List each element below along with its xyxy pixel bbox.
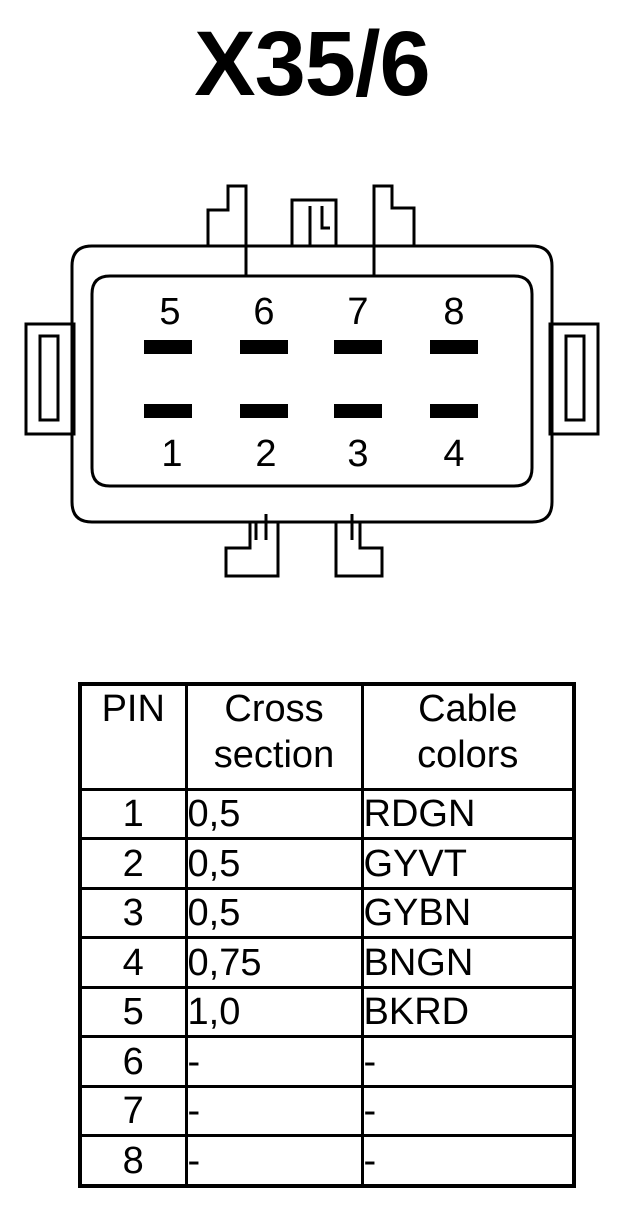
table-row: 4 0,75 BNGN <box>78 936 576 989</box>
table-row: 5 1,0 BKRD <box>78 985 576 1039</box>
pin-number: 2 <box>78 837 188 890</box>
pin-number: 1 <box>78 787 188 841</box>
table-row: 6 - - <box>78 1035 576 1088</box>
cable-color-value: - <box>360 1084 576 1138</box>
pin-label-5: 5 <box>159 291 180 333</box>
cable-color-value: GYBN <box>360 886 576 940</box>
cable-color-value: - <box>360 1035 576 1088</box>
pin-label-4: 4 <box>443 433 464 475</box>
right-latch-outer <box>548 322 600 436</box>
pin-number: 7 <box>78 1084 188 1138</box>
table-row: 1 0,5 RDGN <box>78 787 576 841</box>
pin-number: 4 <box>78 936 188 989</box>
pin-number: 6 <box>78 1035 188 1088</box>
table-header-row: PIN Cross section Cable colors <box>78 682 576 791</box>
cable-color-value: RDGN <box>360 787 576 841</box>
left-latch-outer <box>24 322 76 436</box>
pin-contact-2 <box>240 404 288 418</box>
table-row: 2 0,5 GYVT <box>78 837 576 890</box>
top-locking-tabs <box>206 184 248 246</box>
pin-number: 8 <box>78 1134 188 1188</box>
cross-section-value: - <box>184 1035 364 1088</box>
pin-contact-1 <box>144 404 192 418</box>
pin-contact-3 <box>334 404 382 418</box>
pin-number: 3 <box>78 886 188 940</box>
pin-label-8: 8 <box>443 291 464 333</box>
pin-contact-6 <box>240 340 288 354</box>
connector-title: X35/6 <box>194 13 430 115</box>
pin-label-1: 1 <box>161 433 182 475</box>
header-cable-colors: Cable colors <box>360 682 576 791</box>
pin-label-3: 3 <box>347 433 368 475</box>
pin-label-2: 2 <box>255 433 276 475</box>
cable-color-value: GYVT <box>360 837 576 890</box>
cable-color-value: - <box>360 1134 576 1188</box>
cross-section-value: 0,5 <box>184 886 364 940</box>
pin-contact-7 <box>334 340 382 354</box>
pin-contact-5 <box>144 340 192 354</box>
pin-label-6: 6 <box>253 291 274 333</box>
pin-assignment-table: PIN Cross section Cable colors 1 0,5 RDG… <box>78 682 576 1188</box>
connector-housing-outline <box>70 244 554 524</box>
cross-section-value: 1,0 <box>184 985 364 1039</box>
table-row: 7 - - <box>78 1084 576 1138</box>
connector-diagram: 5 6 7 8 1 2 3 4 <box>24 184 600 578</box>
cross-section-value: 0,5 <box>184 787 364 841</box>
cable-color-value: BNGN <box>360 936 576 989</box>
left-latch-inner <box>38 334 60 422</box>
cross-section-value: 0,75 <box>184 936 364 989</box>
pin-contact-8 <box>430 340 478 354</box>
pin-number: 5 <box>78 985 188 1039</box>
connector-cavity-outline <box>90 274 534 488</box>
right-latch-inner <box>564 334 586 422</box>
table-row: 3 0,5 GYBN <box>78 886 576 940</box>
cross-section-value: - <box>184 1134 364 1188</box>
cross-section-value: 0,5 <box>184 837 364 890</box>
cross-section-value: - <box>184 1084 364 1138</box>
header-cross-section: Cross section <box>184 682 364 791</box>
bottom-locking-tabs <box>224 522 280 578</box>
pin-label-7: 7 <box>347 291 368 333</box>
cable-color-value: BKRD <box>360 985 576 1039</box>
table-row: 8 - - <box>78 1134 576 1188</box>
header-pin: PIN <box>78 682 188 791</box>
pin-contact-4 <box>430 404 478 418</box>
